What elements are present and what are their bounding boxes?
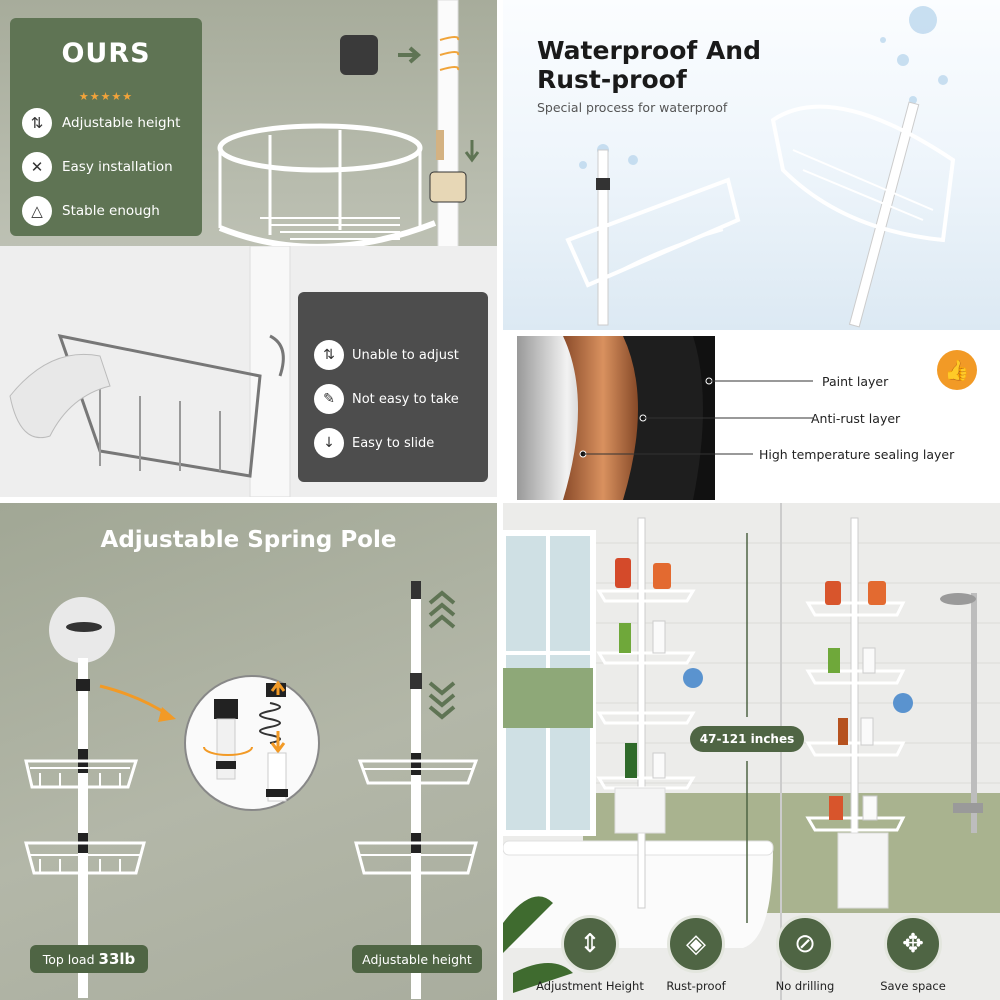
layers-panel: Paint layer Anti-rust layer High tempera…: [503, 336, 1000, 500]
spring-pole-panel: Adjustable Spring Pole: [0, 503, 497, 1000]
feature-label: Easy installation: [62, 159, 173, 175]
no-drill-icon: ⊘: [776, 915, 834, 973]
feature-label-no-drilling: No drilling: [775, 979, 835, 993]
bathroom-panel: 47-121 inches ⇕ Adjustment Height ◈ Rust…: [503, 503, 1000, 1000]
drawback-unable-adjust: ⇅ Unable to adjust: [314, 340, 459, 370]
tools-icon: ✕: [22, 152, 52, 182]
layer-label-paint: Paint layer: [822, 374, 889, 389]
feature-label: Stable enough: [62, 203, 160, 219]
feature-label-rust-proof: Rust-proof: [666, 979, 726, 993]
title-line-1: Waterproof And: [537, 36, 761, 65]
height-adjust-icon: ⇅: [22, 108, 52, 138]
drawback-label: Not easy to take: [352, 391, 459, 407]
feature-label-save-space: Save space: [880, 979, 946, 993]
top-load-value: 33lb: [98, 950, 136, 968]
spring-pole-illustration: [24, 581, 479, 999]
feature-easy-installation: ✕ Easy installation: [22, 152, 173, 182]
comparison-panel: OURS ★★★★★ ⇅ Adjustable height ✕ Easy in…: [0, 0, 497, 497]
drawback-not-easy-take: ✎ Not easy to take: [314, 384, 459, 414]
hand-tool-icon: ✎: [314, 384, 344, 414]
thumbs-up-icon: 👍: [937, 350, 977, 390]
ours-title: OURS: [61, 38, 151, 69]
adjustable-height-badge: Adjustable height: [352, 945, 482, 973]
layer-label-anti-rust: Anti-rust layer: [811, 411, 901, 426]
feature-adjustable-height: ⇅ Adjustable height: [22, 108, 180, 138]
waterproof-title: Waterproof And Rust-proof: [537, 36, 761, 94]
others-card: ⇅ Unable to adjust ✎ Not easy to take ↓ …: [298, 292, 488, 482]
drawback-label: Unable to adjust: [352, 347, 459, 363]
height-range-badge: 47-121 inches: [690, 726, 804, 752]
caddy-illustration: [217, 0, 480, 312]
leader-lines: [713, 380, 813, 455]
layer-label-sealing: High temperature sealing layer: [759, 447, 955, 462]
feature-label-adjustment-height: Adjustment Height: [536, 979, 644, 993]
ruler-icon: ⇕: [561, 915, 619, 973]
hanging-caddy-illustration: [9, 246, 291, 497]
layer-cross-section: [517, 336, 723, 500]
drawback-easy-slide: ↓ Easy to slide: [314, 428, 434, 458]
height-adjust-icon: ⇅: [314, 340, 344, 370]
down-arrow-icon: ↓: [314, 428, 344, 458]
ours-card: OURS ★★★★★ ⇅ Adjustable height ✕ Easy in…: [10, 18, 202, 236]
waterproof-panel: Waterproof And Rust-proof Special proces…: [503, 0, 1000, 330]
compress-icon: ✥: [884, 915, 942, 973]
top-load-label: Top load: [42, 951, 95, 967]
title-line-2: Rust-proof: [537, 65, 687, 94]
waterproof-subtitle: Special process for waterproof: [537, 100, 728, 115]
rating-stars: ★★★★★: [78, 90, 134, 103]
triangle-stable-icon: △: [22, 196, 52, 226]
shield-drop-icon: ◈: [667, 915, 725, 973]
spring-pole-title: Adjustable Spring Pole: [100, 527, 397, 553]
drawback-label: Easy to slide: [352, 435, 435, 451]
water-splash-illustration: [565, 6, 956, 328]
feature-stable-enough: △ Stable enough: [22, 196, 160, 226]
top-load-badge: Top load 33lb: [30, 945, 148, 973]
feature-label: Adjustable height: [62, 115, 181, 131]
